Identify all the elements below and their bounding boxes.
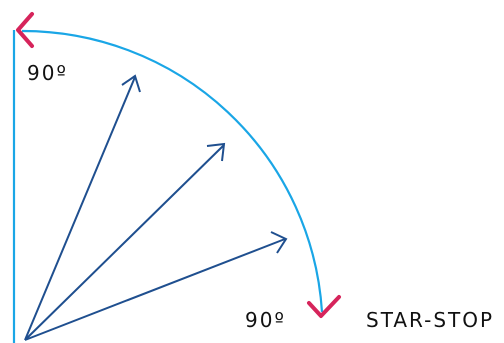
vector-arrow [24, 231, 288, 341]
chevron-left-icon [16, 12, 34, 48]
vector-arrow [24, 142, 226, 341]
vector-arrow [24, 74, 141, 341]
quarter-arc [21, 29, 324, 313]
chevron-down-icon [307, 295, 341, 318]
top-angle-label: 90º [27, 61, 68, 85]
caption-label: STAR-STOP [366, 308, 494, 332]
bottom-angle-label: 90º [245, 308, 286, 332]
